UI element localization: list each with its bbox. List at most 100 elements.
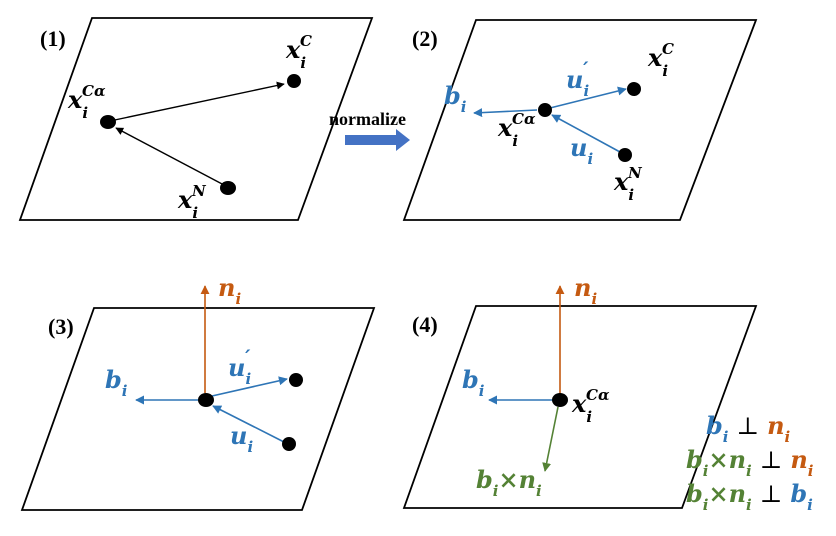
vector-u: [551, 114, 621, 153]
relation-bxn-perp-n: bi×ni⊥ni: [686, 445, 814, 480]
prime: ′: [583, 57, 589, 81]
arrow-n-to-ca: [115, 127, 225, 186]
label-x-n: xiN: [613, 164, 643, 204]
x-base: x: [177, 185, 193, 214]
label-n: ni: [218, 273, 241, 308]
n-base: n: [729, 479, 746, 508]
panel-4: (4) ni bi xiCα bi×ni: [402, 273, 758, 509]
sub-i: i: [479, 382, 485, 400]
plane-2: [402, 19, 758, 221]
label-u-prime: ui′: [566, 57, 589, 100]
u-base: u: [230, 421, 247, 450]
x-base: x: [67, 85, 83, 114]
atom-ca: [552, 393, 568, 407]
label-u: ui: [570, 133, 593, 168]
label-x-ca: xiCα: [67, 82, 106, 122]
b-base: b: [105, 365, 122, 394]
x-base: x: [285, 35, 301, 64]
label-n: ni: [574, 273, 597, 308]
sub-i: i: [122, 382, 128, 400]
times-symbol: ×: [708, 479, 728, 508]
n-base: n: [519, 465, 536, 494]
n-base: n: [218, 273, 235, 302]
sub-i: i: [807, 496, 813, 514]
sup-ca: Cα: [512, 110, 536, 128]
n-base: n: [790, 445, 807, 474]
x-base: x: [647, 43, 663, 72]
relation-b-perp-n: bi⊥ni: [706, 411, 791, 446]
atom-n: [618, 148, 632, 162]
n-base: n: [574, 273, 591, 302]
sub-i: i: [192, 204, 198, 222]
sub-i: i: [583, 82, 589, 100]
orthogonality-relations: bi⊥ni bi×ni⊥ni bi×ni⊥bi: [686, 411, 814, 514]
sup-n: N: [627, 164, 643, 182]
u-base: u: [570, 133, 587, 162]
sub-i: i: [662, 62, 668, 80]
panel-4-label: (4): [412, 312, 438, 337]
panel-1-label: (1): [40, 26, 66, 51]
sub-i: i: [808, 462, 814, 480]
sup-c: C: [662, 40, 674, 58]
arrow-ca-to-c: [109, 81, 285, 122]
b-base: b: [444, 81, 461, 110]
b-base: b: [706, 411, 723, 440]
x-base: x: [571, 389, 587, 418]
atom-ca: [100, 115, 116, 129]
times-symbol: ×: [498, 465, 518, 494]
sub-i: i: [587, 150, 593, 168]
perp-symbol: ⊥: [760, 480, 783, 508]
vector-u-prime: [211, 376, 288, 397]
label-b-cross-n: bi×ni: [476, 465, 542, 500]
atom-n: [220, 181, 236, 195]
prime: ′: [245, 345, 251, 369]
times-symbol: ×: [708, 445, 728, 474]
relation-bxn-perp-b: bi×ni⊥bi: [686, 479, 813, 514]
atom-c: [287, 74, 301, 88]
sup-ca: Cα: [586, 386, 610, 404]
plane-4: [402, 305, 758, 509]
sub-i: i: [300, 54, 306, 72]
sub-i: i: [591, 290, 597, 308]
x-base: x: [613, 167, 629, 196]
sub-i: i: [247, 438, 253, 456]
label-x-ca: xi Cα: [497, 110, 536, 150]
atom-ca: [538, 103, 552, 117]
panel-2: (2) bi ui′ ui xiC xiCα xiN: [402, 19, 758, 221]
sub-i: i: [746, 496, 752, 514]
b-base: b: [462, 365, 479, 394]
atom-c: [627, 82, 641, 96]
sub-i: i: [461, 98, 467, 116]
label-x-c: xiC: [647, 40, 674, 80]
label-b: bi: [105, 365, 128, 400]
vector-b: [473, 108, 538, 118]
sup-n: N: [191, 182, 207, 200]
panel-3-label: (3): [48, 314, 74, 339]
b-base: b: [686, 479, 703, 508]
sub-i: i: [723, 428, 729, 446]
right-arrow-icon: [345, 129, 410, 151]
plane-1: [18, 17, 374, 221]
b-base: b: [686, 445, 703, 474]
label-x-ca: xi Cα: [571, 386, 610, 426]
b-base: b: [476, 465, 493, 494]
sub-i: i: [746, 462, 752, 480]
x-base: x: [497, 113, 513, 142]
sub-i: i: [493, 482, 499, 500]
sub-i: i: [235, 290, 241, 308]
sub-i: i: [628, 186, 634, 204]
sub-i: i: [586, 408, 592, 426]
vector-u-prime: [549, 86, 627, 109]
u-base: u: [566, 65, 583, 94]
n-base: n: [767, 411, 784, 440]
sub-i: i: [512, 132, 518, 150]
perp-symbol: ⊥: [760, 446, 783, 474]
atom-n: [282, 437, 296, 451]
sup-c: C: [300, 32, 312, 50]
label-b: bi: [462, 365, 485, 400]
plane-3: [20, 307, 376, 511]
normalize-label: normalize: [329, 109, 406, 129]
panel-3: (3) ni bi ui′ ui: [20, 273, 376, 511]
n-base: n: [729, 445, 746, 474]
